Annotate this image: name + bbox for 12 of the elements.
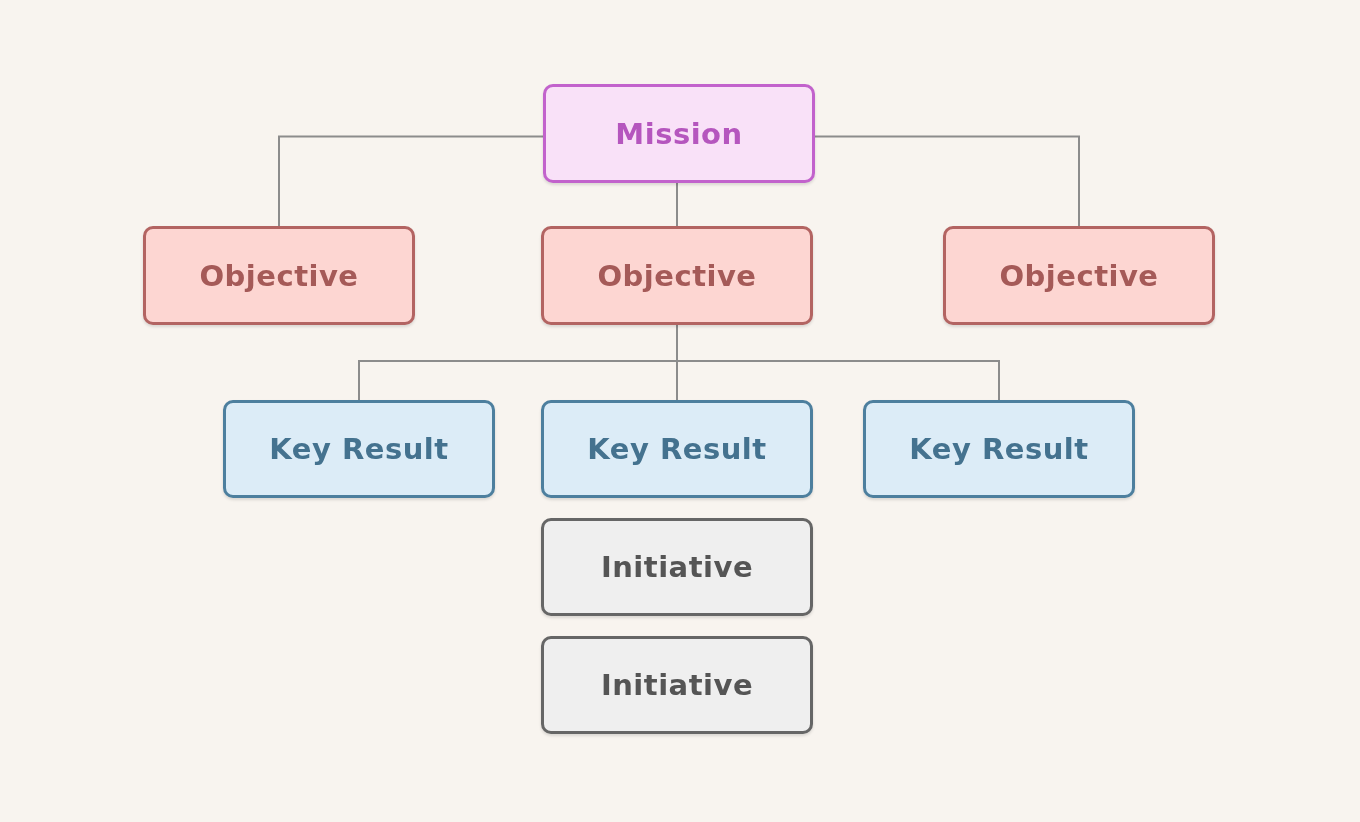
initiative-box: Initiative [541, 636, 813, 734]
objective-box: Objective [143, 226, 415, 325]
objective-box: Objective [541, 226, 813, 325]
connector-line [676, 182, 678, 227]
key-result-box: Key Result [863, 400, 1135, 498]
objective-box: Objective [943, 226, 1215, 325]
mission-box: Mission [543, 84, 815, 183]
initiative-box: Initiative [541, 518, 813, 616]
key-result-box: Key Result [223, 400, 495, 498]
connector-line [278, 135, 544, 227]
connector-line [814, 135, 1080, 227]
key-result-box: Key Result [541, 400, 813, 498]
